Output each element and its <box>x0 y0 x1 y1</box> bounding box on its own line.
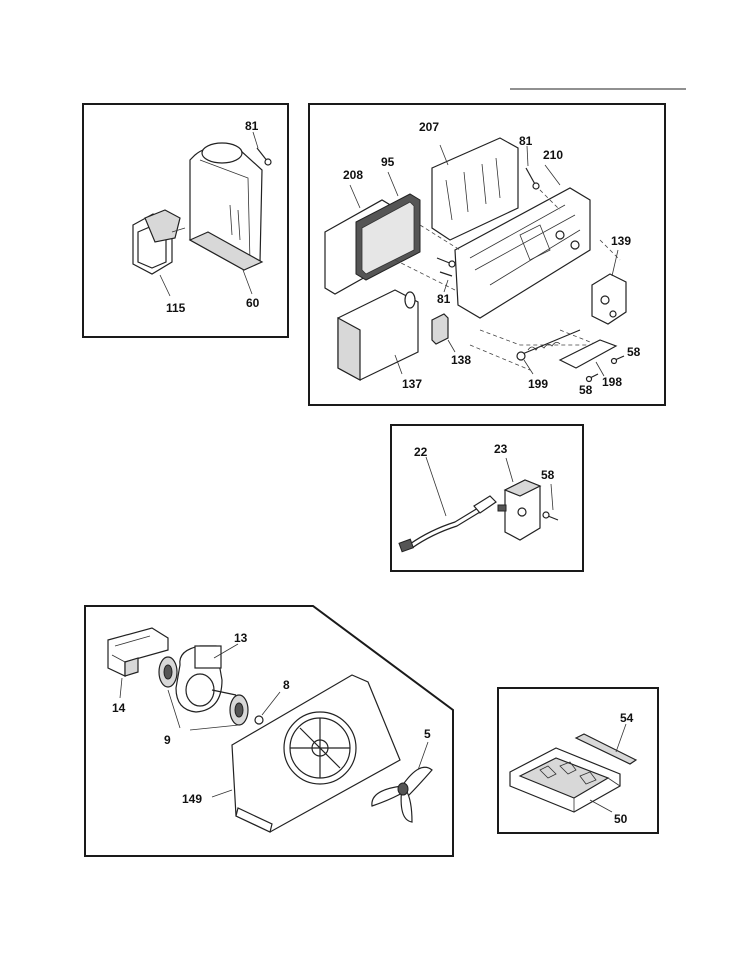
label-210: 210 <box>543 148 563 162</box>
label-115: 115 <box>166 301 186 315</box>
part-81-screw-right-a <box>525 145 540 190</box>
label-9: 9 <box>164 733 171 747</box>
label-207: 207 <box>419 120 439 134</box>
part-58-screw-a <box>610 355 625 365</box>
part-22-harness <box>398 456 497 553</box>
label-138: 138 <box>451 353 471 367</box>
label-198: 198 <box>602 375 622 389</box>
panel-bottom-left-frame <box>84 605 454 857</box>
label-149: 149 <box>182 792 202 806</box>
panel-top-right-frame <box>308 103 666 406</box>
part-95-filter <box>355 171 421 281</box>
part-58-screw-b <box>585 373 599 383</box>
label-54: 54 <box>620 711 634 725</box>
panel-middle: 22 23 58 <box>390 424 584 572</box>
label-8: 8 <box>283 678 290 692</box>
part-81-screw-right-b <box>436 257 456 293</box>
part-14-bracket <box>107 627 169 699</box>
label-139: 139 <box>611 234 631 248</box>
label-5: 5 <box>424 727 431 741</box>
part-137-box <box>337 289 419 382</box>
part-138-bracket <box>431 313 456 353</box>
part-81-screw-left <box>252 131 272 166</box>
label-137: 137 <box>402 377 422 391</box>
label-95: 95 <box>381 155 395 169</box>
panel-bottom-right-frame <box>497 687 659 834</box>
part-50-tray <box>509 747 621 813</box>
part-60-housing <box>188 142 264 271</box>
part-207-plate <box>431 137 519 241</box>
part-198-plate <box>558 339 618 377</box>
part-9-fan-hub-a <box>158 656 178 688</box>
part-199-rod <box>516 329 581 375</box>
label-13: 13 <box>234 631 248 645</box>
panel-top-left: 81 115 60 <box>82 103 289 338</box>
label-14: 14 <box>112 701 126 715</box>
panel-top-right: 207 81 210 208 95 139 81 138 137 58 199 … <box>308 103 666 406</box>
part-13-motor <box>175 643 239 713</box>
part-149-shroud <box>211 674 401 833</box>
panel-bottom-right: 54 50 <box>497 687 659 834</box>
label-58-b: 58 <box>579 383 593 397</box>
part-210-frame <box>454 164 591 319</box>
label-208: 208 <box>343 168 363 182</box>
label-58-a: 58 <box>627 345 641 359</box>
label-60: 60 <box>246 296 260 310</box>
label-23: 23 <box>494 442 508 456</box>
label-81-a: 81 <box>245 119 259 133</box>
panel-top-left-frame <box>82 103 289 338</box>
part-5-fan-blade <box>371 741 433 823</box>
label-199: 199 <box>528 377 548 391</box>
label-58-c: 58 <box>541 468 555 482</box>
label-81-c: 81 <box>437 292 451 306</box>
leader-60 <box>242 269 253 295</box>
panel-middle-frame <box>390 424 584 572</box>
part-8-washer <box>254 691 281 725</box>
label-50: 50 <box>614 812 628 826</box>
part-23-housing <box>497 457 542 541</box>
leader-9 <box>167 689 240 731</box>
part-58-screw-c <box>542 483 559 521</box>
panel-bottom-left: 13 14 8 9 5 149 <box>84 605 454 857</box>
part-115-motor <box>132 209 186 297</box>
part-9-fan-hub-b <box>229 694 249 726</box>
label-81-b: 81 <box>519 134 533 148</box>
part-139-switch <box>591 249 627 325</box>
part-54-strip <box>574 723 638 765</box>
label-22: 22 <box>414 445 428 459</box>
